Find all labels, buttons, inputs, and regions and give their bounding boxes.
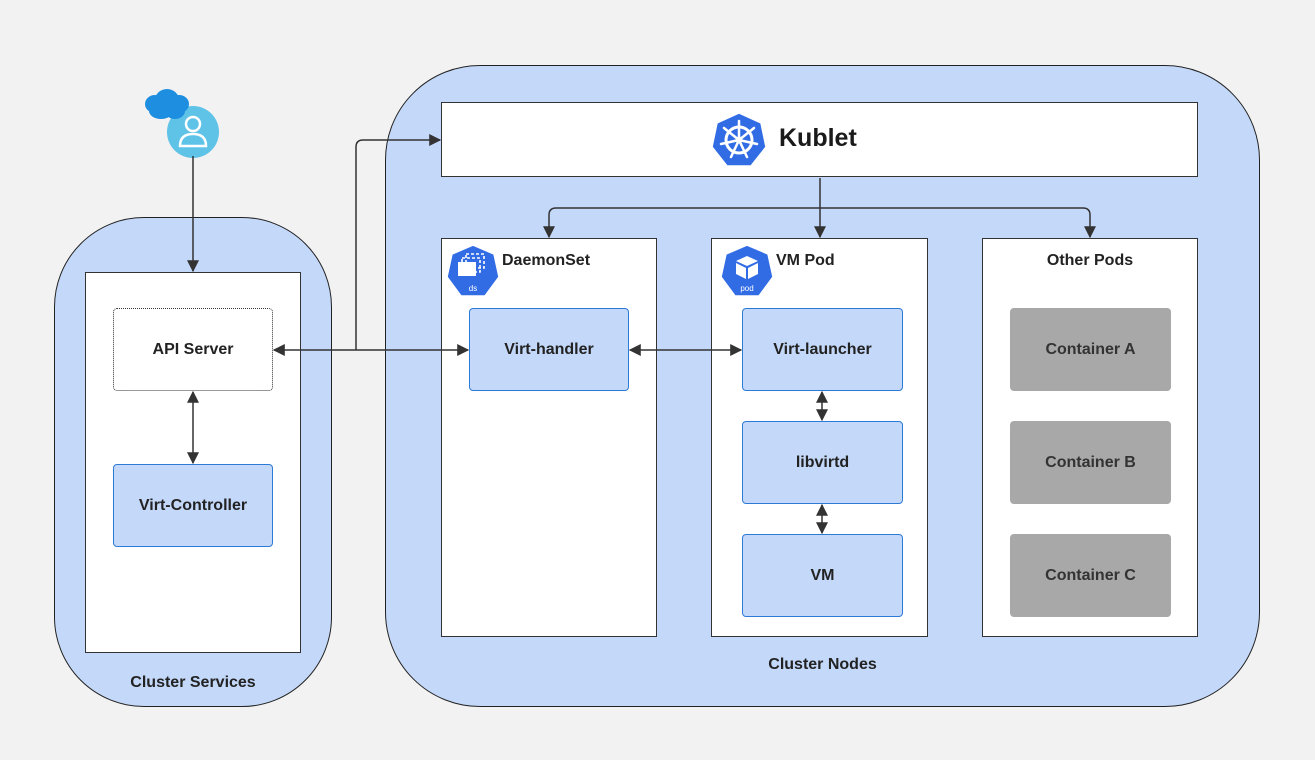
vm-pod-title: VM Pod [776,252,835,269]
pod-icon-text: pod [740,284,753,293]
daemonset-icon-text: ds [469,284,477,293]
cluster-nodes-label: Cluster Nodes [768,656,877,673]
virt-controller-box[interactable]: Virt-Controller [113,464,273,547]
kublet-bar[interactable] [441,102,1198,177]
daemonset-panel [441,238,657,637]
container-a-box[interactable]: Container A [1010,308,1171,391]
kubernetes-helm-icon [711,112,767,168]
kublet-to-daemonset-arrow [543,207,820,239]
virt-launcher-box[interactable]: Virt-launcher [742,308,903,391]
virt-handler-box[interactable]: Virt-handler [469,308,629,391]
cluster-services-label: Cluster Services [130,674,256,691]
api-server-box[interactable]: API Server [113,308,273,391]
kublet-title: Kublet [779,124,857,152]
pod-icon: pod [720,244,774,298]
user-cloud-icon [143,88,223,160]
other-pods-title: Other Pods [1046,252,1134,269]
daemonset-title: DaemonSet [502,252,591,269]
container-b-box[interactable]: Container B [1010,421,1171,504]
kublet-to-otherpods-arrow [820,207,1096,239]
container-c-box[interactable]: Container C [1010,534,1171,617]
libvirtd-box[interactable]: libvirtd [742,421,903,504]
vm-box[interactable]: VM [742,534,903,617]
daemonset-icon: ds [446,244,500,298]
api-kublet-arrow [355,134,442,350]
